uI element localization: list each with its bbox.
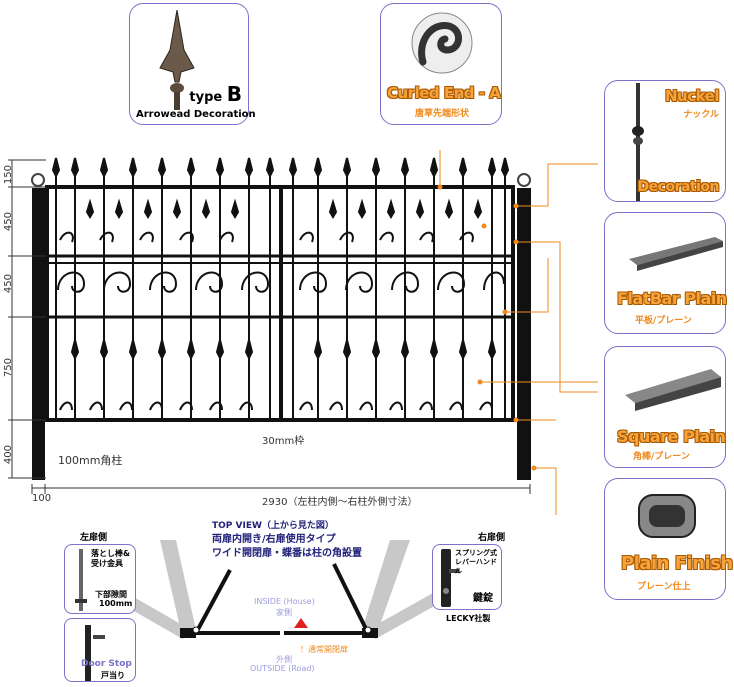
nuckel-footer: Decoration — [637, 179, 720, 195]
drop-bolt-icon — [75, 549, 87, 611]
outside-jp-label: 外側 — [276, 655, 292, 664]
dim-450-mid: 450 — [3, 274, 14, 294]
curled-end-icon — [411, 12, 473, 74]
plain-finish-subtitle: プレーン仕上 — [637, 582, 691, 592]
plain-finish-icon — [638, 494, 696, 538]
dim-150: 150 — [3, 165, 14, 185]
curled-end-card: Curled End - A 唐草先端形状 — [380, 3, 502, 125]
door-stop-jp: 戸当り — [101, 671, 125, 680]
lever-label: スプリング式レバーハンドル — [455, 549, 497, 575]
curled-end-subtitle: 唐草先端形状 — [415, 109, 470, 119]
top-view-heading: TOP VIEW（上から見た図） — [212, 521, 334, 531]
arrowhead-finial-icon — [159, 10, 195, 110]
nuckel-title: Nuckel — [664, 87, 720, 105]
square-subtitle: 角棒/プレーン — [633, 452, 690, 462]
plain-finish-title: Plain Finish — [621, 553, 733, 574]
dim-450-top: 450 — [3, 212, 14, 232]
arrowhead-card: type B Arrowead Decoration — [129, 3, 256, 125]
nuckel-bar-icon — [632, 83, 644, 201]
flatbar-subtitle: 平板/プレーン — [635, 316, 692, 326]
dim-400: 400 — [3, 445, 14, 465]
type-prefix: type — [189, 90, 223, 105]
flatbar-title: FlatBar Plain — [617, 289, 727, 308]
dim-750: 750 — [3, 358, 14, 378]
drop-bolt-card: 落とし棒&受け金具 下部隙間 100mm — [64, 544, 136, 614]
total-width-label: 2930（左柱内側〜右柱外側寸法） — [262, 497, 418, 508]
top-view-diagram — [120, 540, 443, 640]
square-card: Square Plain 角棒/プレーン — [604, 346, 726, 468]
flatbar-icon — [629, 237, 723, 271]
frame-label: 30mm枠 — [262, 436, 305, 447]
inside-jp-label: 家側 — [276, 608, 292, 617]
door-stop-card: Door Stop 戸当り — [64, 618, 136, 682]
door-stop-en: Door Stop — [81, 659, 132, 669]
square-bar-icon — [625, 369, 721, 411]
lock-handle-icon — [441, 549, 459, 607]
gap-value: 100mm — [99, 599, 133, 608]
curled-end-title: Curled End - A — [387, 84, 501, 102]
type-letter: B — [226, 82, 242, 106]
nuckel-subtitle: ナックル — [683, 110, 719, 120]
top-view-line2: ワイド開閉扉・蝶番は柱の角設置 — [212, 548, 362, 559]
lock-card: スプリング式レバーハンドル 鍵錠 — [432, 544, 502, 610]
square-title: Square Plain — [617, 427, 726, 446]
post-width-label: 100 — [32, 493, 52, 504]
gate-elevation-drawing — [8, 150, 598, 515]
nuckel-card: Nuckel ナックル Decoration — [604, 80, 726, 202]
right-side-title: 右扉側 — [478, 533, 506, 543]
inside-label: INSIDE (House) — [254, 597, 315, 606]
left-side-title: 左扉側 — [80, 533, 108, 543]
outside-label: OUTSIDE (Road) — [250, 664, 315, 673]
bolt-label: 落とし棒&受け金具 — [91, 549, 130, 568]
flatbar-card: FlatBar Plain 平板/プレーン — [604, 212, 727, 334]
maker-label: LECKY社製 — [446, 614, 491, 623]
arrowhead-caption: Arrowead Decoration — [136, 109, 256, 120]
lock-label: 鍵錠 — [473, 593, 493, 604]
post-label: 100mm角柱 — [58, 454, 123, 467]
top-view-line1: 両扉内開き/右扉使用タイプ — [212, 534, 336, 545]
gap-label: 下部隙間 — [95, 590, 127, 599]
gate-note: ！通常開閉扉 — [300, 645, 348, 654]
door-stop-icon — [85, 625, 105, 681]
plain-finish-card: Plain Finish プレーン仕上 — [604, 478, 733, 600]
